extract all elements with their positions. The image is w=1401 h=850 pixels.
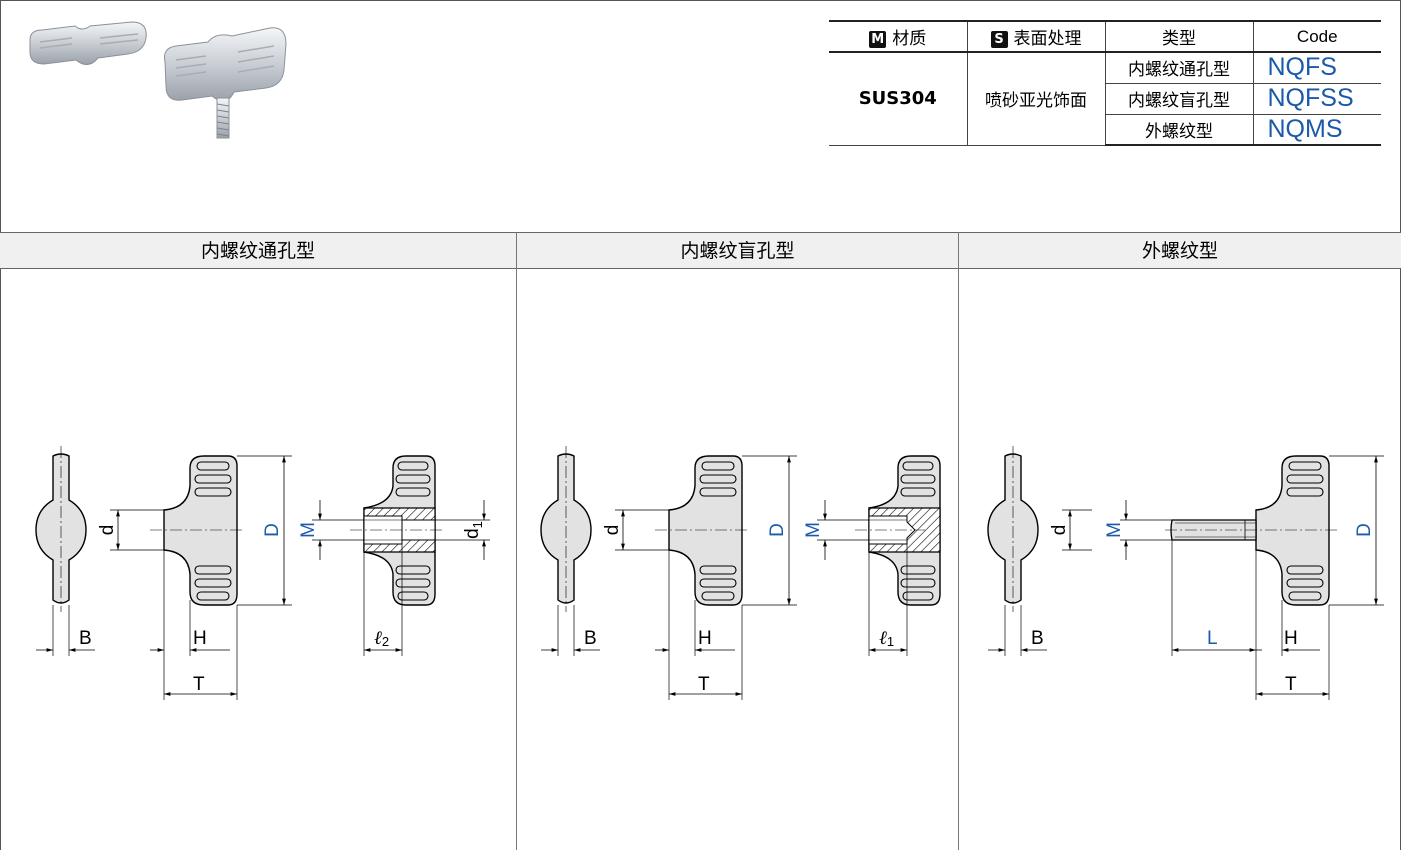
spec-table-header: M 材质 S 表面处理 类型 Code bbox=[829, 20, 1381, 53]
dim-label-l1: ℓ1 bbox=[879, 627, 894, 649]
front-view bbox=[1255, 455, 1330, 606]
side-view bbox=[35, 445, 87, 613]
section-title-through-hole: 内螺纹通孔型 bbox=[0, 232, 516, 269]
dim-label-M: M bbox=[803, 522, 824, 538]
dim-label-B: B bbox=[79, 628, 92, 649]
section-divider bbox=[516, 232, 517, 850]
dim-label-d1: d1 bbox=[462, 521, 485, 539]
dim-label-H: H bbox=[193, 628, 207, 649]
table-row: SUS304 喷砂亚光饰面 内螺纹通孔型 NQFS bbox=[829, 51, 1381, 146]
section-title-blind-hole: 内螺纹盲孔型 bbox=[516, 232, 959, 269]
header-code: Code bbox=[1252, 20, 1381, 53]
header-material-label: 材质 bbox=[892, 29, 927, 49]
dim-label-B: B bbox=[1031, 628, 1044, 649]
dim-label-H: H bbox=[698, 628, 712, 649]
dim-label-T: T bbox=[193, 674, 205, 695]
drawing-sections: 内螺纹通孔型 内螺纹盲孔型 外螺纹型 bbox=[0, 232, 1401, 850]
front-view bbox=[163, 455, 238, 606]
section-view bbox=[855, 455, 941, 606]
drawing-blind-hole: B d H T D M ℓ1 bbox=[540, 445, 941, 700]
section-view bbox=[350, 455, 445, 606]
dim-label-M: M bbox=[1104, 522, 1125, 538]
threaded-stud bbox=[1165, 519, 1337, 541]
surface-badge: S bbox=[990, 31, 1008, 48]
code-link[interactable]: NQFSS bbox=[1252, 82, 1381, 115]
section-title-external-thread: 外螺纹型 bbox=[959, 232, 1401, 269]
drawing-through-hole: B d H T D M bbox=[35, 445, 490, 700]
dim-label-D: D bbox=[767, 523, 788, 537]
type-value: 内螺纹通孔型 bbox=[1104, 51, 1254, 84]
side-view bbox=[987, 445, 1039, 613]
header-surface: S 表面处理 bbox=[966, 20, 1106, 53]
dim-label-d: d bbox=[602, 525, 623, 536]
wing-knob-photo bbox=[29, 21, 147, 65]
dim-label-d: d bbox=[1049, 525, 1070, 536]
side-view bbox=[540, 445, 592, 613]
material-badge: M bbox=[869, 31, 887, 48]
dim-label-T: T bbox=[1285, 674, 1297, 695]
table-row: 外螺纹型 NQMS bbox=[829, 113, 1381, 146]
header-material: M 材质 bbox=[829, 20, 968, 53]
dim-label-D: D bbox=[262, 523, 283, 537]
front-view bbox=[668, 455, 743, 606]
dim-label-H: H bbox=[1284, 628, 1298, 649]
code-link[interactable]: NQFS bbox=[1252, 51, 1381, 84]
header-type: 类型 bbox=[1104, 20, 1254, 53]
dim-label-L: L bbox=[1207, 628, 1218, 649]
surface-value: 喷砂亚光饰面 bbox=[966, 51, 1106, 146]
technical-drawings: B d H T D M bbox=[35, 445, 1384, 700]
type-value: 外螺纹型 bbox=[1104, 113, 1254, 146]
section-divider bbox=[958, 232, 959, 850]
dim-label-T: T bbox=[698, 674, 710, 695]
wing-screw-photo bbox=[164, 27, 287, 139]
material-value: SUS304 bbox=[829, 51, 968, 146]
spec-table: M 材质 S 表面处理 类型 Code SUS304 喷砂亚光饰面 内螺纹通孔型 N… bbox=[829, 20, 1381, 146]
table-row: 内螺纹盲孔型 NQFSS bbox=[829, 82, 1381, 115]
dim-label-B: B bbox=[584, 628, 597, 649]
dim-label-M: M bbox=[298, 522, 319, 538]
dim-label-d: d bbox=[97, 525, 118, 536]
code-link[interactable]: NQMS bbox=[1252, 113, 1381, 146]
product-photos bbox=[29, 21, 287, 139]
type-value: 内螺纹盲孔型 bbox=[1104, 82, 1254, 115]
header-surface-label: 表面处理 bbox=[1013, 29, 1082, 49]
dim-label-D: D bbox=[1354, 523, 1375, 537]
drawing-external-thread: B d M L H bbox=[987, 445, 1384, 700]
dim-label-l2: ℓ2 bbox=[374, 627, 389, 649]
